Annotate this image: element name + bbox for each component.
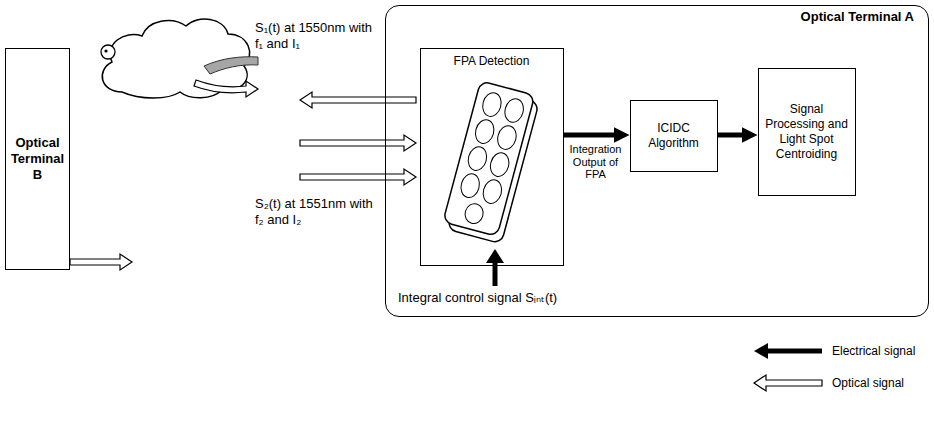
processing-box: Signal Processing and Light Spot Centroi… [758,68,856,196]
fpa-pixel [481,178,505,206]
fpa-pixel [480,91,504,119]
optical-arrow [300,169,416,185]
fpa-detector [441,81,540,244]
electrical-sample-line [766,349,822,354]
optical-sample-arrow [754,375,822,391]
electrical-sample [752,340,824,362]
electrical-arrow [564,133,622,138]
optical-arrow [300,92,416,108]
legend-text: Electrical signal [832,344,915,358]
control-signal-head [486,249,504,263]
optical-sample [752,372,824,394]
fpa-pixel [466,145,490,173]
optical-arrow [70,254,132,270]
output-label: Integration Output of FPA [563,143,628,181]
fpa-pixel [458,172,482,200]
terminal-housing: FPA DetectionICIDC Algorithm Signal Proce… [385,5,929,317]
fpa-pixel [473,118,497,146]
fpa-pixel [463,202,486,226]
optical-arrow [300,135,416,151]
signal-label: S₂(t) at 1551nm with f₂ and I₂ [255,196,380,229]
housing-heading: Optical Terminal A [801,9,914,25]
curved-optical-arrow [194,80,258,97]
algorithm-box: ICIDC Algorithm [630,100,718,172]
fpa-pixel [502,97,526,125]
signal-label: S₁(t) at 1550nm with f₁ and I₁ [255,20,380,53]
fpa-pixel [495,124,519,152]
observer-eye [104,49,107,52]
fpa-face [443,81,535,237]
box-label: FPA Detection [425,54,559,69]
observer-head [101,45,115,59]
electrical-sample-head [754,343,768,359]
electrical-arrow [718,133,750,138]
legend-entry: Electrical signal [752,340,915,362]
control-signal-label: Integral control signal Sᵢₙₜ(t) [398,290,557,306]
fpa-pixel [488,151,512,179]
legend-entry: Optical signal [752,372,904,394]
legend-text: Optical signal [832,376,904,390]
box-label: Signal Processing and Light Spot Centroi… [763,102,851,162]
control-signal-line [493,262,498,286]
terminal-box: Optical Terminal B [5,48,70,270]
box-label: Optical Terminal B [10,135,65,184]
detection-box: FPA Detection [420,48,564,266]
box-label: ICIDC Algorithm [635,121,713,151]
grey-beam [204,57,258,74]
